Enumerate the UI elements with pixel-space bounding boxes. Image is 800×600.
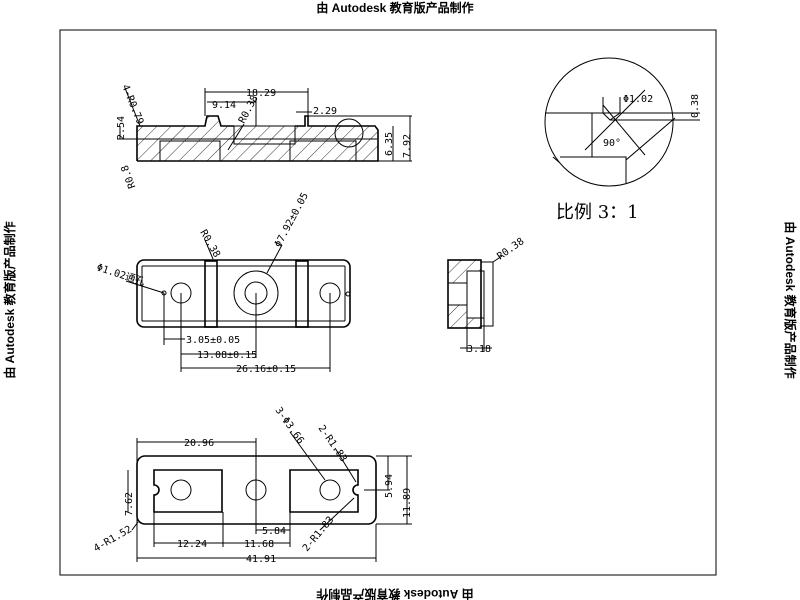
diameter-7-92: Φ7.92±0.05 (273, 191, 311, 249)
dim-phi-1-02: Φ1.02 (623, 94, 653, 105)
dim-9-14: 9.14 (212, 100, 236, 111)
drawing-frame (59, 29, 717, 576)
dim-12-24: 12.24 (177, 539, 207, 550)
diameter-1-02-through: Φ1.02通孔 (95, 261, 146, 288)
detail-view: Φ1.02 0.38 90° 比例 3：1 (544, 57, 701, 223)
dim-41-91: 41.91 (246, 554, 276, 565)
watermark-bottom: 由 Autodesk 教育版产品制作 (316, 587, 473, 600)
dim-11-68: 11.68 (244, 539, 274, 550)
radius-r0-38: R0.38 (197, 228, 222, 260)
dim-3-05: 3.05±0.05 (186, 335, 240, 346)
dim-3-18: 3.18 (467, 344, 491, 355)
dim-20-96: 20.96 (184, 438, 214, 449)
radius-r0-38: R0.38 (495, 236, 526, 262)
dim-2-54: 2.54 (116, 116, 127, 140)
dim-5-94: 5.94 (384, 474, 395, 498)
radius-2-r1-83-top: 2-R1.83 (316, 423, 349, 464)
dim-7-62: 7.62 (124, 492, 135, 516)
section-view: 18.29 9.14 2.29 2.54 6.35 7.92 R0.38 4-R… (116, 83, 413, 190)
dim-5-84: 5.84 (262, 526, 286, 537)
dim-6-35: 6.35 (384, 132, 395, 156)
radius-2-r1-83-bottom: 2-R1.83 (301, 515, 337, 554)
dim-7-92: 7.92 (402, 134, 413, 158)
watermark-top: 由 Autodesk 教育版产品制作 (316, 0, 473, 15)
radius-r0-8: R0.8 (120, 163, 139, 189)
watermark-left: 由 Autodesk 教育版产品制作 (2, 221, 17, 378)
dim-11-89: 11.89 (402, 488, 413, 518)
dim-0-38: 0.38 (690, 94, 701, 118)
angle-90: 90° (603, 138, 621, 149)
dim-2-29: 2.29 (313, 106, 337, 117)
dim-26-16: 26.16±0.15 (236, 364, 296, 375)
dim-13-08: 13.08±0.15 (197, 350, 257, 361)
top-view: 3.05±0.05 13.08±0.15 26.16±0.15 R0.38 Φ7… (95, 191, 351, 375)
watermark-right: 由 Autodesk 教育版产品制作 (783, 221, 798, 378)
dim-18-29: 18.29 (246, 88, 276, 99)
radius-4-r1-52: 4-R1.52 (92, 524, 134, 555)
diameter-3-3-66: 3-Φ3.66 (273, 405, 306, 446)
bottom-view: 20.96 41.91 12.24 11.68 5.84 7.62 11.89 … (92, 405, 413, 565)
radius-r0-38: R0.38 (237, 94, 261, 126)
side-view: 3.18 R0.38 (447, 236, 526, 355)
scale-label: 比例 3：1 (556, 202, 639, 223)
